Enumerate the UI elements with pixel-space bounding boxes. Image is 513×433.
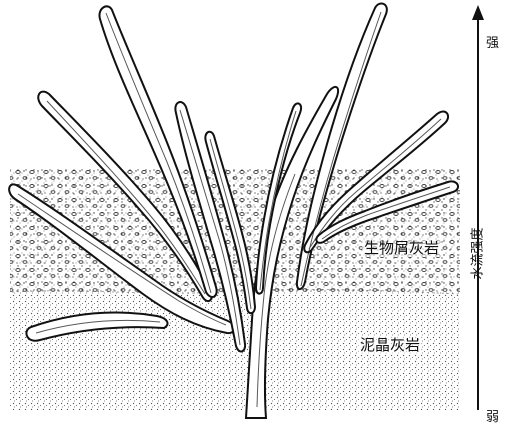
axis-title: 水流强度	[472, 227, 485, 279]
axis-top-label: 强	[486, 37, 499, 50]
upper-rock-label: 生物屑灰岩	[362, 240, 441, 257]
flow-strength-axis	[472, 5, 484, 410]
lower-rock-label: 泥晶灰岩	[358, 337, 422, 354]
axis-bottom-label: 弱	[486, 411, 499, 424]
